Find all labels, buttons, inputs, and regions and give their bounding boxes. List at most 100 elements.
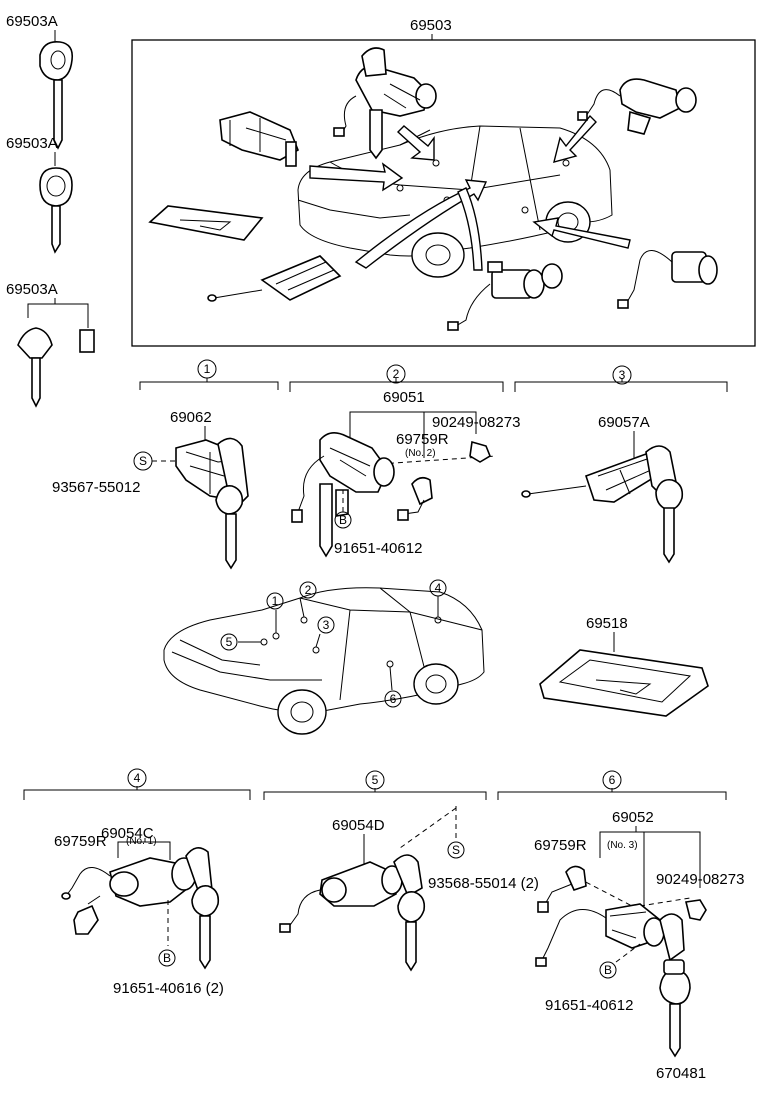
label-90249-08273-a: 90249-08273 (432, 414, 520, 431)
callout-4: 4 (127, 768, 147, 788)
car-callout-2: 2 (299, 581, 317, 599)
key-plate-icon (148, 205, 264, 241)
label-no1: (No. 1) (126, 836, 157, 847)
key-blade-icon (53, 79, 63, 150)
label-69054d: 69054D (332, 817, 385, 834)
label-69052: 69052 (612, 809, 654, 826)
svg-text:S: S (139, 454, 147, 468)
svg-text:6: 6 (390, 692, 397, 706)
key-blade-icon (31, 357, 41, 408)
bolt-icon (685, 899, 707, 921)
svg-text:4: 4 (435, 581, 442, 595)
svg-text:S: S (452, 843, 460, 857)
ignition-body-icon (319, 432, 389, 493)
label-69054c: 69054C (101, 825, 154, 842)
group-3-glove-box-lock[interactable]: 69057A (521, 414, 684, 564)
key-icon (659, 969, 691, 1005)
label-no2: (No. 2) (405, 448, 436, 459)
label-no3: (No. 3) (607, 840, 638, 851)
label-91651-40612-b: 91651-40612 (545, 997, 633, 1014)
key-blade-icon (51, 205, 61, 254)
key-icon (191, 884, 220, 917)
callout-6: 6 (602, 770, 622, 790)
callout-1: 1 (197, 359, 217, 379)
callout-2: 2 (386, 364, 406, 384)
car-location-diagram (163, 587, 485, 735)
door-lock-cylinder-icon (447, 261, 563, 331)
callout-3: 3 (612, 365, 632, 385)
key-head-icon (17, 327, 53, 359)
arrow-icon (309, 114, 631, 271)
diagram-id: 670481 (656, 1065, 706, 1082)
key-69503a-bottom[interactable]: 69503A (6, 281, 95, 408)
key-69503a-top[interactable]: 69503A (6, 13, 74, 150)
svg-text:1: 1 (204, 362, 211, 376)
bolt-icon (469, 440, 491, 463)
key-69503a-mid[interactable]: 69503A (6, 135, 73, 254)
b-mark-icon: B (334, 511, 352, 529)
svg-text:B: B (339, 513, 347, 527)
label-69062: 69062 (170, 409, 212, 426)
label-93567-55012: 93567-55012 (52, 479, 140, 496)
b-mark-icon: B (158, 949, 176, 967)
key-plate-69518[interactable]: 69518 (539, 615, 709, 717)
svg-text:6: 6 (609, 773, 616, 787)
cylinder-icon (411, 476, 433, 506)
group-5-door-lock-rear[interactable]: 69054D S 93568-55014 (2) (279, 806, 539, 972)
label-69051: 69051 (383, 389, 425, 406)
car-callout-3: 3 (317, 616, 335, 634)
glove-box-lock-icon (207, 255, 342, 302)
group-brackets-row2 (23, 786, 727, 800)
main-set-frame (131, 39, 756, 347)
label-69759r-no3: 69759R (534, 837, 587, 854)
group-2-ignition-switch[interactable]: 69051 90249-08273 69759R (No. 2) B 91651… (291, 389, 520, 558)
label-91651-40612-a: 91651-40612 (334, 540, 422, 557)
group-1-steering-lock[interactable]: 69062 S 93567-55012 (52, 409, 249, 570)
key-icon (215, 484, 244, 515)
svg-text:2: 2 (393, 367, 400, 381)
label-93568-55014: 93568-55014 (2) (428, 875, 539, 892)
svg-text:2: 2 (305, 583, 312, 597)
label-69759r-no2: 69759R (396, 431, 449, 448)
label-69503a-2: 69503A (6, 135, 58, 152)
group-6-trunk-lock[interactable]: 69052 69759R (No. 3) 90249-08273 B 91651… (534, 809, 744, 1058)
label-90249-08273-b: 90249-08273 (656, 871, 744, 888)
svg-text:5: 5 (226, 635, 233, 649)
key-icon (397, 890, 426, 923)
svg-text:5: 5 (372, 773, 379, 787)
key-tag-icon (79, 329, 95, 353)
svg-text:4: 4 (134, 771, 141, 785)
key-head-icon (39, 167, 73, 207)
car-callout-5: 5 (220, 633, 238, 651)
key-icon (655, 478, 684, 511)
steering-lock-icon (219, 111, 300, 167)
car-callout-6: 6 (384, 690, 402, 708)
ignition-switch-assembly-icon (333, 47, 437, 160)
s-mark-icon: S (447, 841, 465, 859)
label-69503a-3: 69503A (6, 281, 58, 298)
label-69503a-1: 69503A (6, 13, 58, 30)
label-69759r-no1: 69759R (54, 833, 107, 850)
main-lock-set[interactable]: 69503 (131, 17, 756, 347)
svg-text:3: 3 (619, 368, 626, 382)
trunk-lock-icon (577, 78, 697, 135)
door-lock-cylinder-right-icon (617, 250, 718, 309)
svg-text:3: 3 (323, 618, 330, 632)
key-head-icon (39, 40, 74, 81)
label-91651-40616: 91651-40616 (2) (113, 980, 224, 997)
label-69518: 69518 (586, 615, 628, 632)
svg-text:B: B (604, 963, 612, 977)
svg-text:B: B (163, 951, 171, 965)
svg-text:1: 1 (272, 594, 279, 608)
label-69503: 69503 (410, 17, 452, 34)
car-callout-4: 4 (429, 579, 447, 597)
s-mark-icon: S (133, 451, 153, 471)
cylinder-ring-icon (565, 865, 587, 891)
car-callout-1: 1 (266, 592, 284, 610)
b-mark-icon: B (599, 961, 617, 979)
group-brackets-row1 (139, 378, 728, 392)
plate-icon (539, 649, 709, 717)
group-4-door-lock-front[interactable]: 69054C 69759R (No. 1) B 91651-40616 (2) (54, 825, 224, 997)
callout-5: 5 (365, 770, 385, 790)
